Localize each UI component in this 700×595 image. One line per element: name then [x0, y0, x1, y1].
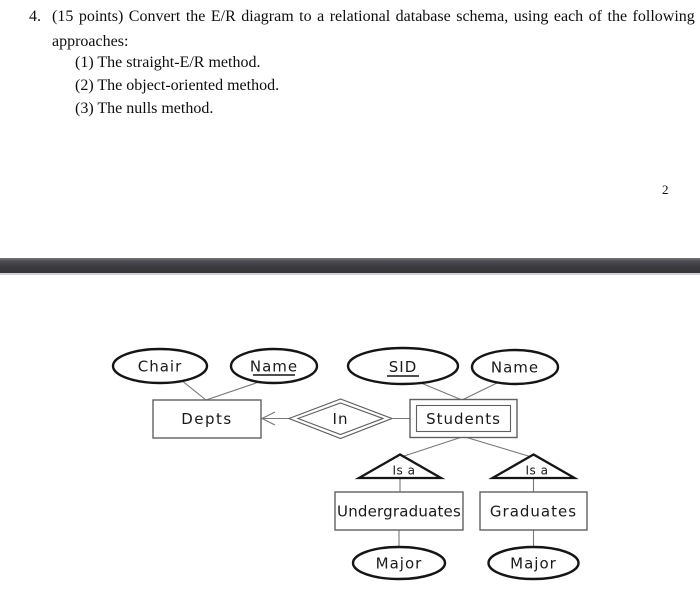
edge-name-students	[461, 381, 500, 401]
attribute-ellipse-major-undergraduates	[351, 545, 447, 581]
entity-label-depts: Depts	[181, 410, 233, 428]
entity-label-students: Students	[426, 410, 501, 428]
arrowhead-to-depts-icon	[260, 411, 276, 426]
attribute-ellipse-sid	[346, 346, 460, 386]
attribute-ellipse-major-graduates	[487, 545, 580, 581]
edge-name-depts	[205, 380, 263, 401]
relationship-diamond-in-inner	[296, 402, 385, 436]
question-prompt-line2: approaches:	[52, 33, 129, 50]
attribute-label-major-undergraduates: Major	[376, 555, 423, 573]
relationship-diamond-in-outer	[287, 398, 394, 440]
edge-sid-students	[420, 382, 463, 401]
isa-label-left: Is a	[393, 464, 416, 478]
page-separator-bar	[0, 258, 700, 275]
entity-rect-students-inner	[415, 404, 512, 433]
isa-triangle-graduates	[488, 453, 579, 480]
entity-rect-undergraduates	[334, 491, 464, 531]
entity-label-undergraduates: Undergraduates	[337, 503, 461, 521]
entity-label-graduates: Graduates	[490, 503, 577, 521]
entity-rect-graduates	[479, 491, 588, 531]
question-prompt-line1: (15 points) Convert the E/R diagram to a…	[52, 8, 695, 25]
attribute-ellipse-chair	[111, 347, 209, 385]
page-number: 2	[662, 182, 669, 197]
edge-chair-depts	[180, 379, 207, 401]
entity-rect-depts	[152, 399, 262, 439]
attribute-label-name-students: Name	[491, 359, 539, 377]
edge-students-isa-right	[464, 436, 536, 459]
method-item-1: (1) The straight-E/R method.	[75, 54, 261, 71]
question-number: 4.	[29, 8, 41, 25]
isa-label-right: Is a	[526, 464, 549, 478]
attribute-label-major-graduates: Major	[510, 555, 557, 573]
attribute-label-name-depts: Name	[250, 358, 298, 376]
attribute-ellipse-name-students	[470, 348, 560, 386]
attribute-ellipse-name-depts	[229, 347, 319, 385]
relationship-label-in: In	[333, 410, 349, 428]
method-item-3: (3) The nulls method.	[75, 100, 214, 117]
edge-students-isa-left	[397, 436, 463, 459]
attribute-label-sid: SID	[389, 358, 418, 376]
method-item-2: (2) The object-oriented method.	[75, 77, 280, 94]
isa-triangle-undergraduates	[354, 453, 446, 480]
attribute-label-chair: Chair	[138, 358, 183, 376]
